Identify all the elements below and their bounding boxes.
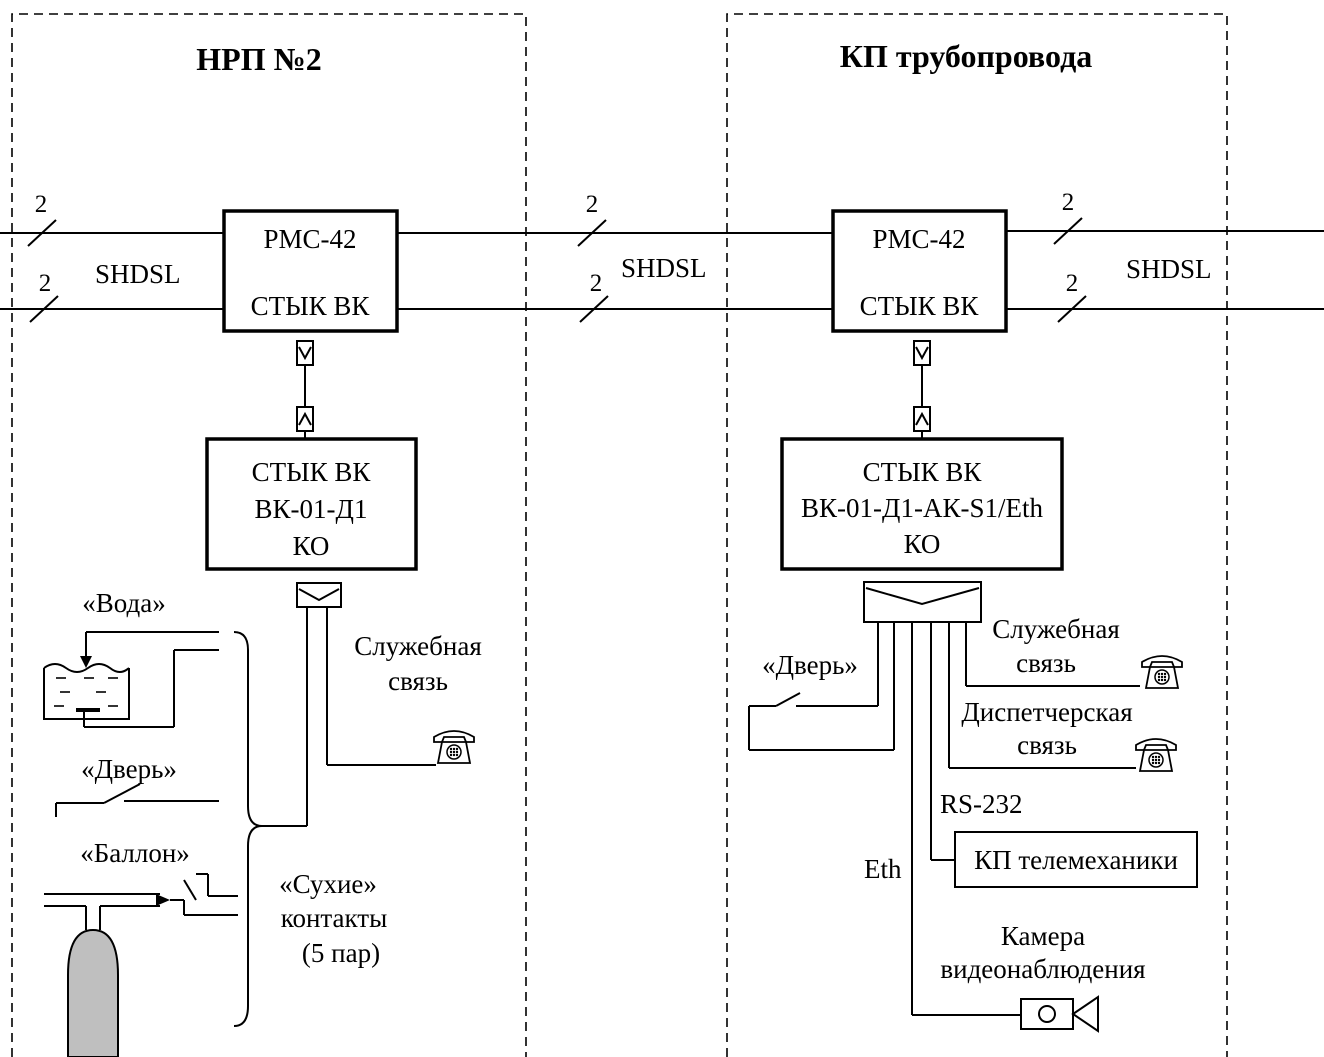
door-sensor-label: «Дверь» — [81, 754, 177, 784]
rmc-interface-label: СТЫК ВК — [251, 291, 371, 321]
dispatch-comm-label: связь — [1017, 730, 1077, 760]
shdsl-label: SHDSL — [95, 259, 181, 289]
unit-label-line3: КО — [293, 531, 330, 561]
pair-count-label: 2 — [590, 270, 603, 297]
pair-count-label: 2 — [39, 270, 52, 297]
telemechanics-box: КП телемеханики — [954, 831, 1198, 888]
camera-label: Камера — [1001, 921, 1085, 951]
left-section-title: НРП №2 — [196, 41, 321, 77]
right-unit-block: СТЫК ВК ВК-01-Д1-АК-S1/Eth КО — [780, 437, 1064, 571]
telephone-icon — [433, 730, 475, 764]
door-sensor-label: «Дверь» — [762, 650, 858, 680]
left-rmc-block: РМС-42 СТЫК ВК — [222, 209, 399, 333]
pair-count-label: 2 — [35, 191, 48, 218]
camera-label: видеонаблюдения — [940, 954, 1145, 984]
service-comm-label: связь — [1016, 648, 1076, 678]
telephone-icon — [1141, 655, 1183, 689]
balloon-sensor-label: «Баллон» — [80, 838, 190, 868]
balloon-sensor — [44, 873, 238, 1057]
left-unit-block: СТЫК ВК ВК-01-Д1 КО — [205, 437, 418, 571]
dry-contacts-label: контакты — [281, 903, 388, 933]
eth-label: Eth — [864, 854, 902, 884]
unit-label-line1: СТЫК ВК — [252, 457, 372, 487]
right-bottom-connector — [863, 581, 982, 1015]
telephone-icon — [1135, 738, 1177, 772]
left-section-boundary — [11, 13, 527, 1057]
dispatch-comm-label: Диспетчерская — [961, 697, 1132, 727]
right-section-boundary — [726, 13, 1228, 1057]
unit-label-line3: КО — [904, 529, 941, 559]
unit-label-line1: СТЫК ВК — [863, 457, 983, 487]
right-section-title: КП трубопровода — [840, 38, 1093, 74]
dry-contacts-label: (5 пар) — [302, 938, 380, 968]
door-switch — [748, 692, 894, 751]
shdsl-trunk — [0, 217, 1324, 323]
dry-contacts-label: «Сухие» — [279, 869, 377, 899]
service-comm-label: связь — [388, 666, 448, 696]
shdsl-label: SHDSL — [1126, 254, 1212, 284]
water-sensor — [43, 631, 219, 728]
unit-label-line2: ВК-01-Д1 — [255, 494, 368, 524]
rmc-model-label: РМС-42 — [872, 224, 965, 254]
left-bottom-connector — [262, 582, 436, 827]
water-sensor-label: «Вода» — [82, 588, 165, 618]
door-switch — [55, 783, 219, 817]
pair-count-label: 2 — [1066, 270, 1079, 297]
right-link-connector — [913, 340, 931, 439]
service-comm-label: Служебная — [354, 631, 482, 661]
left-link-connector — [296, 340, 314, 439]
pair-count-label: 2 — [1062, 189, 1075, 216]
pair-count-label: 2 — [586, 191, 599, 218]
rmc-model-label: РМС-42 — [263, 224, 356, 254]
dry-contacts-brace — [233, 631, 263, 1027]
rs232-label: RS-232 — [940, 789, 1023, 819]
service-comm-label: Служебная — [992, 614, 1120, 644]
shdsl-label: SHDSL — [621, 253, 707, 283]
right-rmc-block: РМС-42 СТЫК ВК — [831, 209, 1008, 333]
unit-label-line2: ВК-01-Д1-АК-S1/Eth — [801, 493, 1043, 523]
telemechanics-label: КП телемеханики — [974, 845, 1178, 875]
rmc-interface-label: СТЫК ВК — [860, 291, 980, 321]
camera-icon — [1020, 995, 1099, 1033]
